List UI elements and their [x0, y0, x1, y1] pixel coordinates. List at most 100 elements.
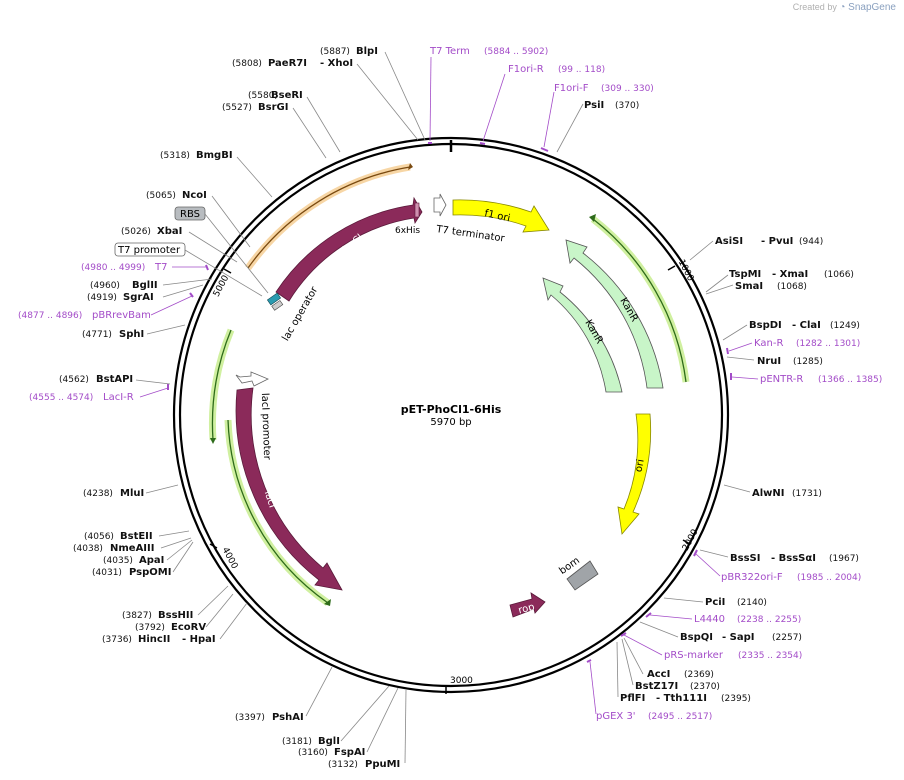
- site-pos: (5808): [232, 59, 262, 69]
- site-pos: (3792): [135, 623, 165, 633]
- primer-range: (99 .. 118): [558, 65, 605, 75]
- site-pos: (2257): [772, 633, 802, 643]
- site-name: NruI: [757, 356, 781, 367]
- primer-range: (2495 .. 2517): [648, 712, 712, 722]
- site-leader-lines: [135, 51, 755, 764]
- snapgene-credit: Created by ◔ SnapGene: [793, 2, 896, 13]
- orf-arc-top: [247, 166, 411, 269]
- tick-label-5000: 5000: [212, 273, 232, 298]
- site-pos: (4056): [84, 532, 114, 542]
- primer-range: (5884 .. 5902): [484, 47, 548, 57]
- site-name: BglII: [132, 280, 158, 291]
- site-pos: (2369): [684, 670, 714, 680]
- site-name: PciI: [705, 597, 725, 608]
- bom-feature: [566, 560, 599, 591]
- site-name: ApaI: [139, 555, 164, 566]
- laci-feature: [235, 387, 343, 591]
- site-pos: (2140): [737, 598, 767, 608]
- orf-arc-left-head: [210, 438, 216, 444]
- site-pos: (1066): [824, 270, 854, 280]
- site-pos: (3397): [235, 713, 265, 723]
- primer-leaders: [139, 56, 759, 715]
- site-name: AlwNI: [752, 488, 785, 499]
- primer-name: T7 Term: [429, 46, 470, 57]
- site-name: EcoRV: [171, 622, 206, 633]
- site-pos: (1249): [830, 321, 860, 331]
- primer-name: pBRrevBam: [92, 310, 151, 321]
- rop-feature: [509, 592, 546, 618]
- site-name: PaeR7I: [268, 58, 307, 69]
- site-pos: (944): [799, 237, 823, 247]
- site-pos: (3181): [282, 737, 312, 747]
- site-pos: (4238): [83, 489, 113, 499]
- site-name: HincII: [138, 634, 170, 645]
- primer-range: (4980 .. 4999): [81, 263, 145, 273]
- site-name: AsiSI: [715, 236, 743, 247]
- t7-terminator-label: T7 terminator: [435, 224, 507, 245]
- site-pos: (1285): [793, 357, 823, 367]
- site-pos: (5026): [121, 227, 151, 237]
- ori-label: ori: [634, 458, 647, 473]
- site-pos: (2395): [721, 694, 751, 704]
- site-name: BlpI: [356, 46, 378, 57]
- site-name: BmgBI: [196, 150, 233, 161]
- site-pos: (4031): [92, 568, 122, 578]
- site-name-2: - XmaI: [772, 269, 808, 280]
- site-name-2: - ClaI: [792, 320, 821, 331]
- site-name: SphI: [119, 329, 144, 340]
- site-pos: (1068): [777, 282, 807, 292]
- site-pos: (4919): [87, 293, 117, 303]
- site-pos: (5527): [222, 103, 252, 113]
- ori-feature: [617, 413, 652, 535]
- primer-name: pBR322ori-F: [721, 572, 783, 583]
- snapgene-logo: ◔ SnapGene: [839, 2, 896, 13]
- site-pos: (5580): [248, 91, 278, 101]
- orf-arc-right: [592, 218, 687, 383]
- primer-range: (309 .. 330): [601, 84, 654, 94]
- site-name: FspAI: [334, 747, 365, 758]
- site-pos: (4035): [103, 556, 133, 566]
- site-pos: (1967): [829, 554, 859, 564]
- site-name: BsrGI: [258, 102, 288, 113]
- lac-operator-feature: [266, 292, 284, 311]
- site-name: BssHII: [158, 610, 193, 621]
- t7-promoter-label: T7 promoter: [117, 245, 181, 256]
- orf-arc-laci: [227, 419, 329, 604]
- primer-name: pGEX 3': [596, 711, 636, 722]
- site-name: NcoI: [182, 190, 207, 201]
- primer-range: (4877 .. 4896): [18, 311, 82, 321]
- site-name: TspMI: [729, 269, 761, 280]
- site-pos: (1731): [792, 489, 822, 499]
- primer-name: F1ori-F: [554, 83, 589, 94]
- site-name: BssSI: [730, 553, 760, 564]
- site-name: BstAPI: [96, 374, 133, 385]
- primer-name: pRS-marker: [664, 650, 724, 661]
- laci-promoter-feature: [235, 371, 269, 387]
- site-pos: (4771): [82, 330, 112, 340]
- site-name-2: - BssSαI: [771, 553, 816, 564]
- phocl-feature: [275, 196, 423, 302]
- site-name: BseRI: [271, 90, 303, 101]
- f1-ori-feature: [452, 199, 550, 233]
- site-name: SmaI: [735, 281, 763, 292]
- primer-name: L4440: [694, 614, 725, 625]
- site-name: AccI: [647, 669, 670, 680]
- site-pos: (3736): [102, 635, 132, 645]
- his-tag-feature: [414, 202, 420, 218]
- site-name: MluI: [120, 488, 144, 499]
- his-tag-label: 6xHis: [395, 226, 420, 236]
- primer-name: Kan-R: [754, 338, 783, 349]
- rbs-box: [174, 206, 206, 221]
- tick-label-3000: 3000: [450, 676, 473, 686]
- kanr-feature-outer: [565, 239, 664, 389]
- site-name-2: - PvuI: [761, 236, 793, 247]
- site-pos: (5065): [146, 191, 176, 201]
- site-name: SgrAI: [123, 292, 154, 303]
- t7-promoter-leader: [184, 249, 263, 297]
- site-name: PshAI: [272, 712, 304, 723]
- orf-arc-laci-head: [324, 599, 331, 606]
- primer-name: LacI-R: [103, 392, 134, 403]
- site-name: XbaI: [157, 226, 182, 237]
- orf-arc-left: [211, 329, 232, 441]
- primer-range: (2335 .. 2354): [738, 651, 802, 661]
